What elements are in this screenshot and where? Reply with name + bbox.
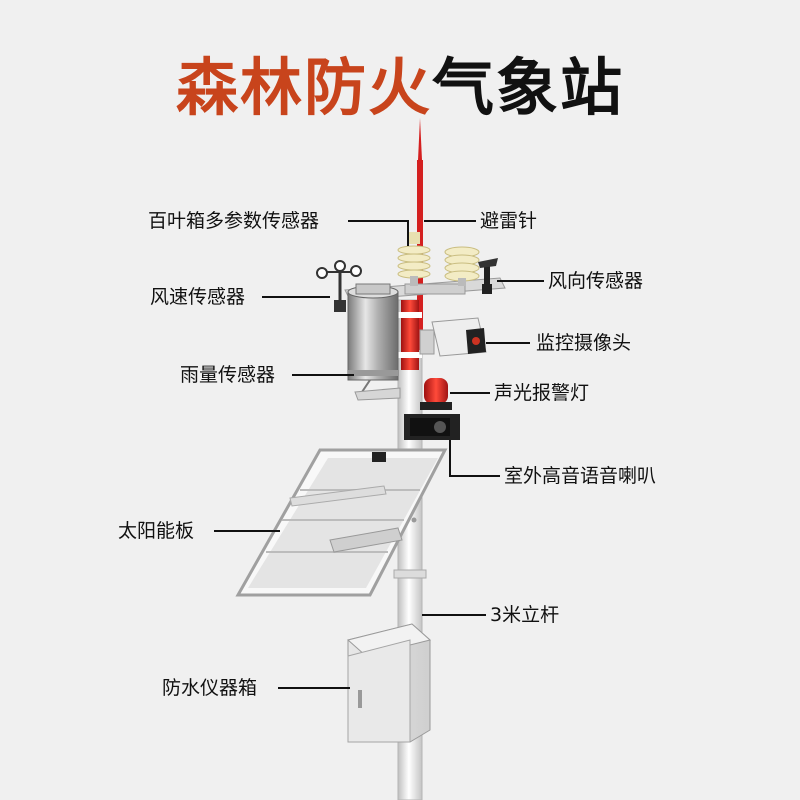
alarm-light — [420, 378, 452, 410]
label-lightning-rod: 避雷针 — [480, 210, 538, 232]
leader-louver — [348, 220, 409, 246]
title-highlight: 森林防火 — [175, 51, 432, 124]
louver-box-right — [444, 246, 480, 286]
label-speaker: 室外高音语音喇叭 — [504, 465, 657, 487]
label-wind-speed: 风速传感器 — [150, 286, 246, 308]
label-louver-sensor: 百叶箱多参数传感器 — [148, 210, 320, 232]
label-pole: 3米立杆 — [490, 604, 560, 626]
louver-box-left — [397, 232, 431, 286]
anemometer — [316, 260, 362, 312]
label-solar-panel: 太阳能板 — [118, 520, 195, 542]
cctv-camera — [419, 317, 487, 357]
label-instrument-box: 防水仪器箱 — [162, 677, 258, 699]
leader-speaker — [449, 440, 500, 477]
title-rest: 气象站 — [432, 51, 625, 124]
label-alarm-light: 声光报警灯 — [494, 382, 590, 404]
label-rain-gauge: 雨量传感器 — [180, 364, 276, 386]
page-title: 森林防火气象站 — [0, 48, 800, 128]
rain-gauge — [347, 283, 401, 401]
wind-vane — [478, 258, 498, 294]
instrument-box — [346, 623, 432, 743]
outdoor-speaker — [404, 414, 460, 440]
label-camera: 监控摄像头 — [536, 332, 632, 354]
solar-panel — [235, 448, 448, 597]
label-wind-direction: 风向传感器 — [548, 270, 644, 292]
leader-lines — [214, 220, 544, 689]
